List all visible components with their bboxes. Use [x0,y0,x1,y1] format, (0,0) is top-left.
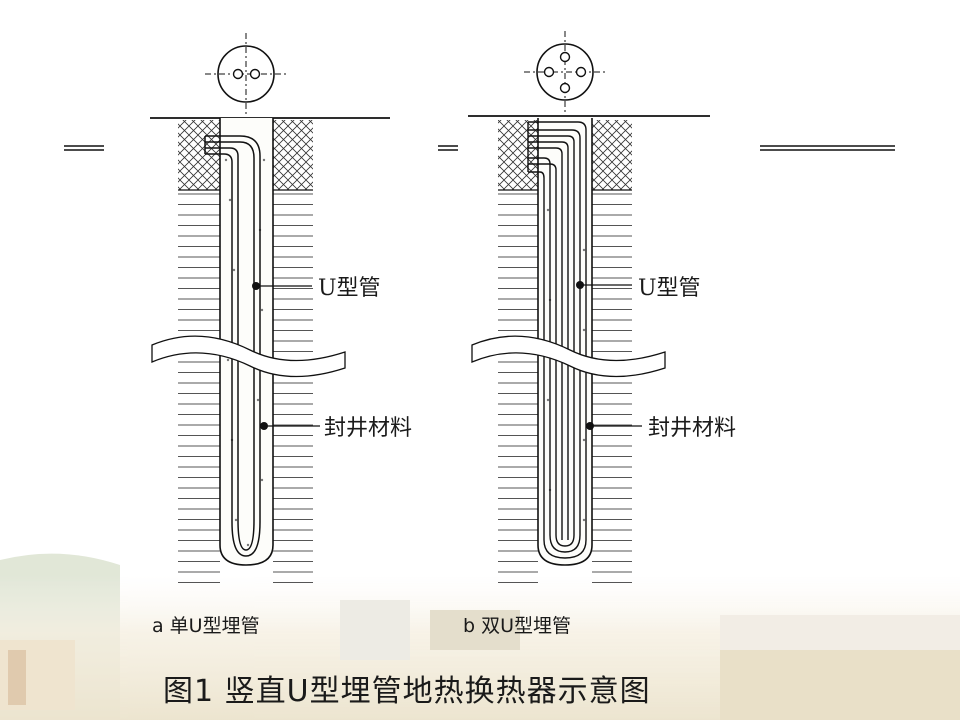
ground-marker-left [64,145,104,151]
topsoil-right [592,120,632,190]
soil-right [273,192,313,588]
u-pipe-double [527,121,587,559]
borehole-cross-section-single [205,33,287,115]
topsoil-right [273,120,313,190]
label-a-grout: 封井材料 [324,416,413,441]
topsoil-left [498,120,538,190]
soil-left [178,192,220,588]
u-pipe-single [204,135,261,557]
ground-marker-mid [438,145,458,151]
borehole [537,118,593,566]
break-lines [151,335,346,378]
subcaption-a: a 单U型埋管 [152,615,260,637]
figure-caption: 图1 竖直U型埋管地热换热器示意图 [163,674,651,709]
topsoil-left [178,120,220,190]
callout-b-upipe [576,281,632,289]
background-landscape [0,553,960,720]
soil-left [498,192,538,588]
diagram-b [438,31,895,588]
diagram-a [64,33,390,588]
label-a-upipe: U型管 [318,276,381,301]
label-b-grout: 封井材料 [648,416,737,441]
ground-marker-right [760,145,895,151]
borehole-cross-section-double [524,31,606,113]
soil-right [592,192,632,588]
callout-a-grout [260,422,320,430]
callout-b-grout [586,422,642,430]
callout-a-upipe [252,282,312,290]
break-lines [471,335,666,378]
subcaption-b: b 双U型埋管 [463,615,572,637]
label-b-upipe: U型管 [638,276,701,301]
